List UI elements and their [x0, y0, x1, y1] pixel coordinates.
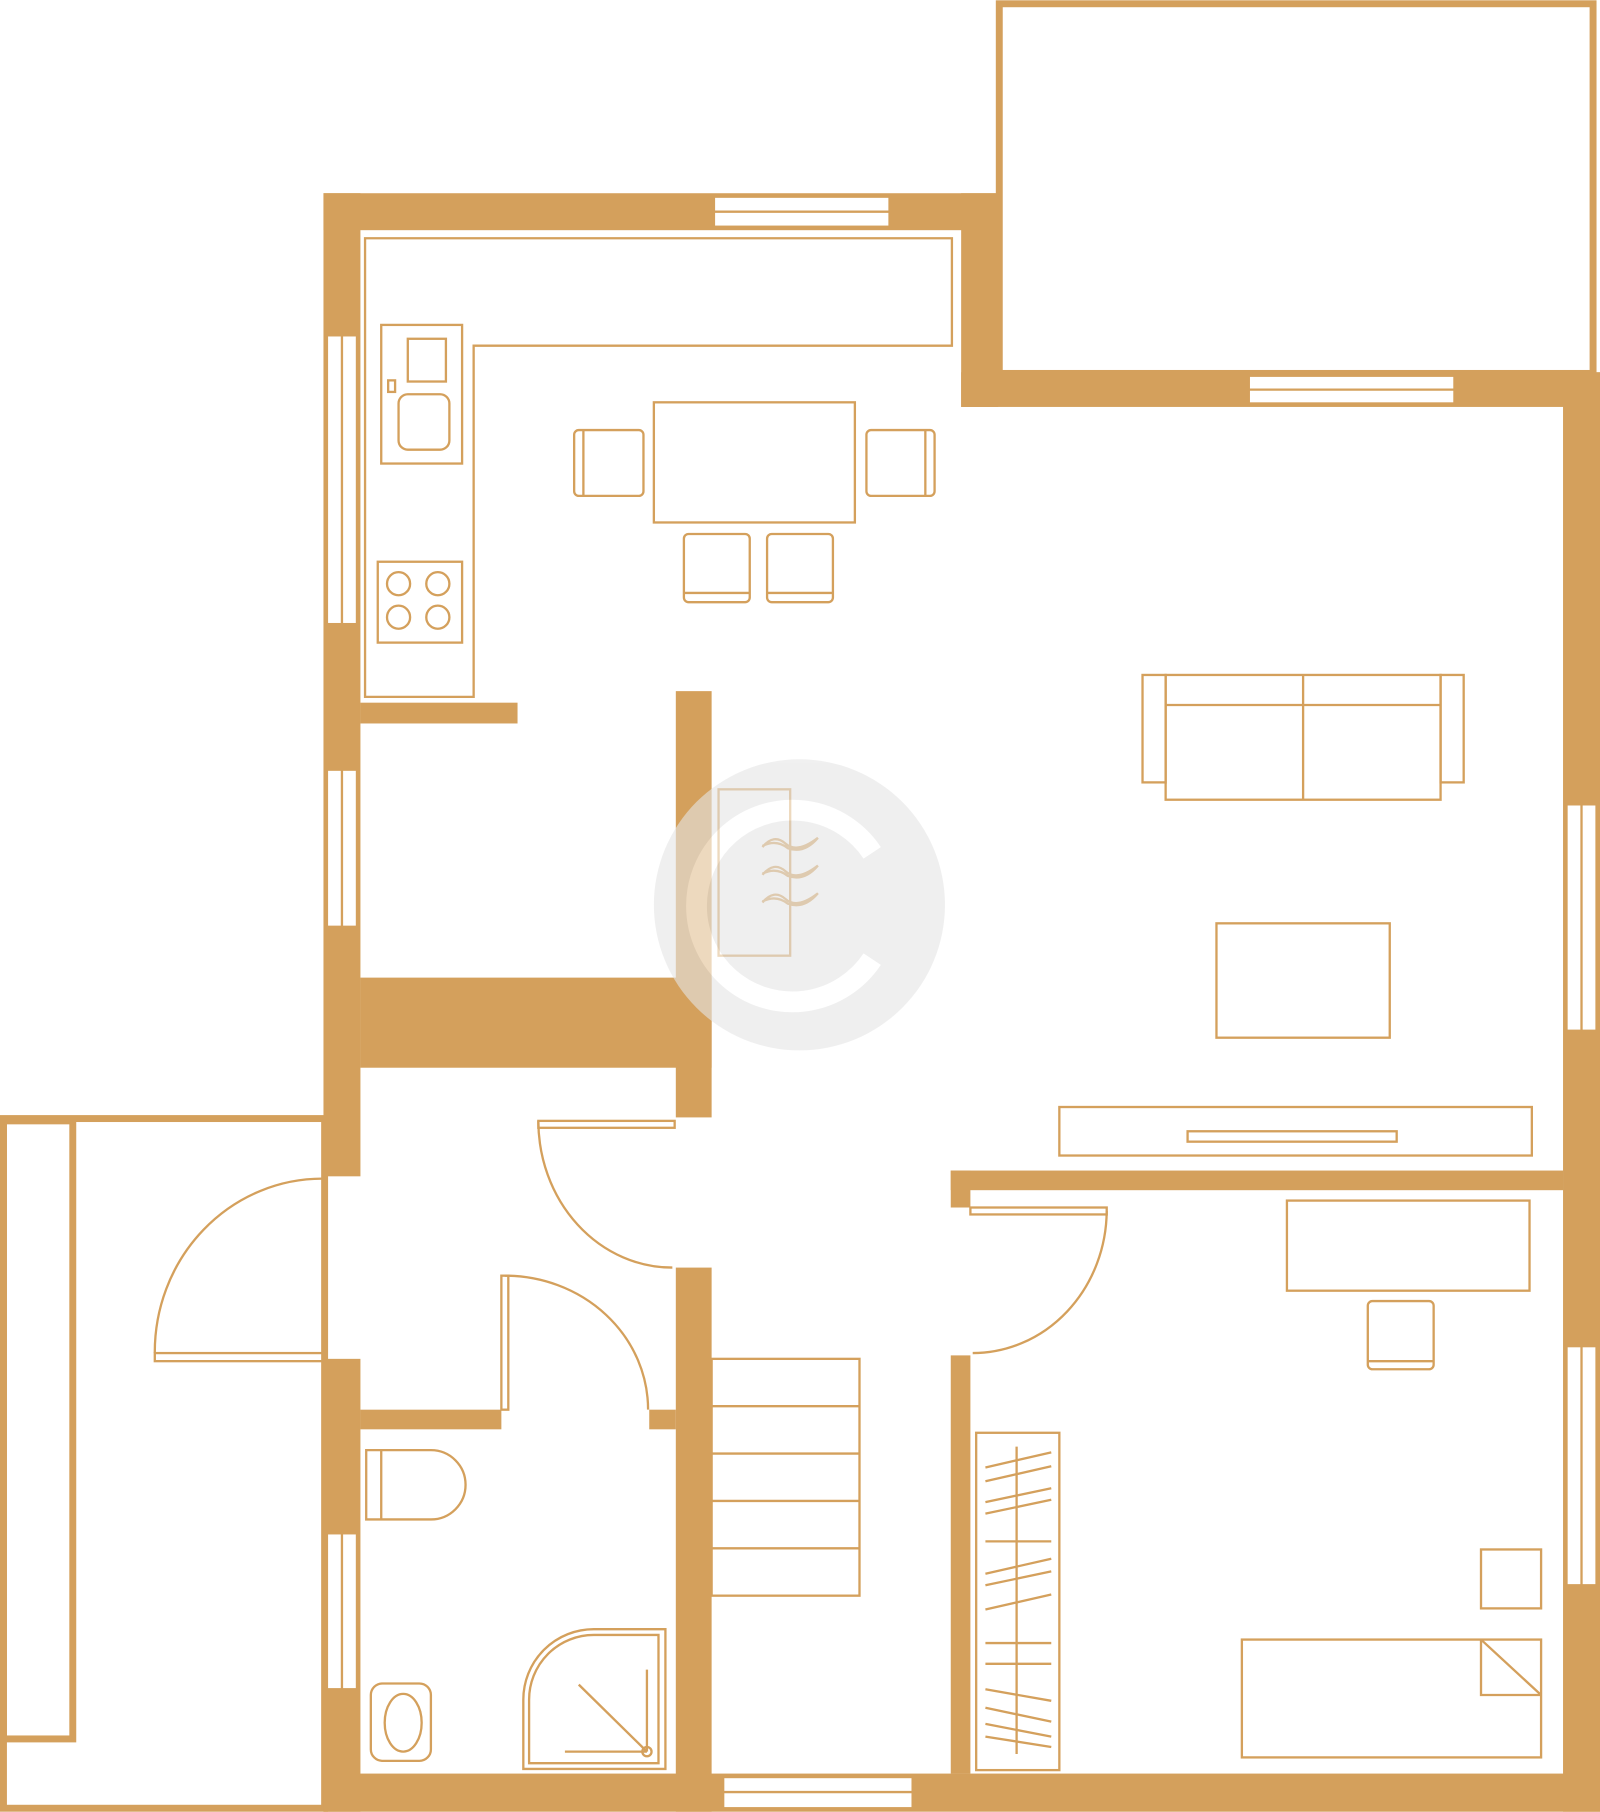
- toilet: [365, 1448, 467, 1521]
- windows: [325, 195, 1598, 1810]
- sink: [380, 323, 464, 465]
- tv-stand: [1058, 1105, 1533, 1157]
- nightstand: [1479, 1548, 1543, 1610]
- chair: [572, 428, 645, 498]
- wardrobe: [975, 1431, 1061, 1772]
- bedroom: [975, 1199, 1543, 1772]
- desk: [1285, 1199, 1531, 1292]
- shower: [522, 1628, 667, 1771]
- bed: [1240, 1638, 1543, 1759]
- chair: [865, 428, 936, 498]
- chair: [682, 532, 751, 604]
- coffee-table: [1215, 922, 1391, 1039]
- stairs: [710, 1357, 861, 1597]
- copyright-icon: [653, 759, 945, 1051]
- walls: [323, 193, 1600, 1812]
- balcony-left: [0, 1115, 329, 1812]
- washbasin: [369, 1682, 433, 1763]
- dining-table: [652, 401, 857, 524]
- doors: [153, 1119, 1108, 1411]
- balcony-left-planter: [0, 1117, 77, 1743]
- bathroom: [365, 1448, 667, 1771]
- desk-chair: [1366, 1299, 1435, 1371]
- chair: [765, 532, 835, 604]
- kitchen: [363, 237, 954, 699]
- balcony-top-right: [995, 0, 1597, 377]
- stove: [376, 560, 464, 644]
